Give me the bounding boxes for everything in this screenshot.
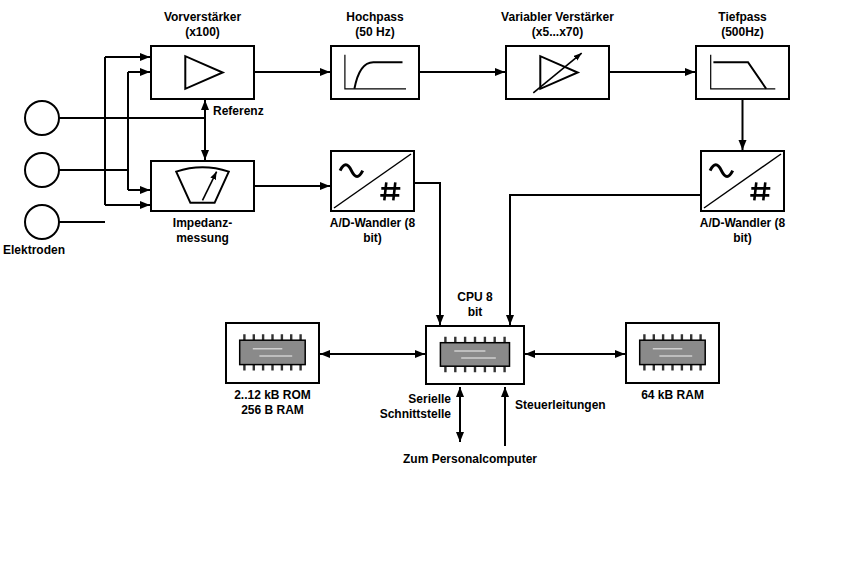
filter-axes <box>711 55 776 89</box>
electrode-wire <box>105 204 150 206</box>
block-label: Impedanz- messung <box>164 216 242 246</box>
lowpass-curve <box>713 62 766 89</box>
chip-detail <box>454 351 496 358</box>
annotation-label: Referenz <box>212 104 265 119</box>
reference-wire <box>59 117 205 119</box>
block-label: Hochpass (50 Hz) <box>339 10 411 40</box>
block-label: Tiefpass (500Hz) <box>710 10 776 40</box>
annotation-label: Zum Personalcomputer <box>402 452 538 467</box>
signal-arrow <box>510 195 700 325</box>
block-icon <box>627 324 718 382</box>
block-box: Impedanz- messung <box>150 160 255 212</box>
block-label: Vorverstärker (x100) <box>153 10 253 40</box>
filter-axes <box>345 55 406 89</box>
block-icon <box>227 324 318 382</box>
electrode-wire <box>128 189 150 191</box>
block-label: CPU 8 bit <box>456 290 494 320</box>
analog-symbol <box>710 165 733 177</box>
block-box: A/D-Wandler (8 bit) <box>700 150 785 212</box>
analog-symbol <box>340 165 363 177</box>
block-icon <box>152 47 253 98</box>
meter-needle <box>203 172 217 201</box>
signal-arrow <box>525 353 625 355</box>
signal-arrow <box>204 100 206 160</box>
signal-arrow <box>420 71 505 73</box>
annotation-label: Serielle Schnittstelle <box>350 392 452 422</box>
electrode-wire <box>59 72 128 190</box>
electrode-wire <box>105 56 150 58</box>
annotation-label: Elektroden <box>2 243 66 258</box>
block-box: Tiefpass (500Hz) <box>695 45 790 100</box>
block-box: A/D-Wandler (8 bit) <box>330 150 415 212</box>
block-box: Vorverstärker (x100) <box>150 45 255 100</box>
control-line <box>504 387 506 446</box>
electrode-circle <box>25 153 59 187</box>
block-box: 2..12 kB ROM 256 B RAM <box>225 322 320 384</box>
signal-arrow <box>742 100 744 150</box>
digital-symbol <box>750 182 770 200</box>
highpass-curve <box>354 62 402 89</box>
chip-detail <box>253 349 292 356</box>
block-label: A/D-Wandler (8 bit) <box>327 216 419 246</box>
block-icon <box>152 162 253 210</box>
block-icon <box>702 152 783 210</box>
block-box: CPU 8 bit <box>425 325 525 385</box>
block-icon <box>427 327 523 383</box>
block-icon <box>332 152 413 210</box>
chip-body <box>640 340 706 364</box>
electrode-wire <box>128 71 150 73</box>
meter-symbol <box>176 167 229 203</box>
block-icon <box>697 47 788 98</box>
annotation-label: Steuerleitungen <box>514 398 607 413</box>
electrode-wire <box>59 57 105 222</box>
signal-arrow <box>320 353 425 355</box>
serial-line <box>459 387 461 442</box>
variable-arrow <box>533 53 581 93</box>
block-label: Variabler Verstärker (x5...x70) <box>483 10 633 40</box>
amplifier-symbol <box>185 56 222 89</box>
signal-arrow <box>255 185 330 187</box>
digital-symbol <box>380 182 400 200</box>
chip-body <box>240 340 306 364</box>
block-label: A/D-Wandler (8 bit) <box>697 216 789 246</box>
block-box: Variabler Verstärker (x5...x70) <box>505 45 610 100</box>
signal-arrow <box>610 71 695 73</box>
chip-body <box>440 343 509 367</box>
electrode-circle <box>25 101 59 135</box>
block-label: 2..12 kB ROM 256 B RAM <box>223 388 323 418</box>
block-label: 64 kB RAM <box>641 388 704 403</box>
block-box: 64 kB RAM <box>625 322 720 384</box>
converter-diagonal <box>334 154 411 208</box>
converter-diagonal <box>704 154 781 208</box>
signal-arrow <box>255 71 330 73</box>
signal-arrow <box>415 183 440 325</box>
block-icon <box>332 47 418 98</box>
chip-detail <box>653 349 692 356</box>
block-icon <box>507 47 608 98</box>
block-box: Hochpass (50 Hz) <box>330 45 420 100</box>
electrode-circle <box>25 205 59 239</box>
